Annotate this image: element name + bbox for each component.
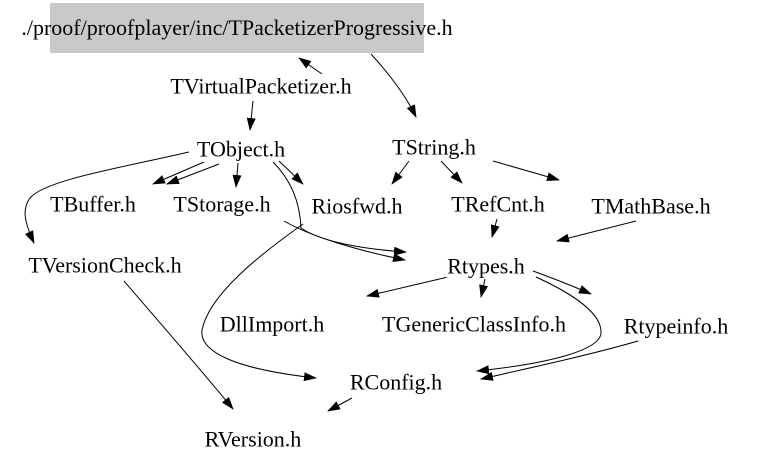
node-rtypeinfo[interactable]: Rtypeinfo.h bbox=[622, 313, 730, 339]
edge-rtypes-dllimport bbox=[366, 276, 449, 298]
edge-tobject-riosfwd bbox=[278, 160, 304, 185]
root-node: ./proof/proofplayer/inc/TPacketizerProgr… bbox=[21, 3, 453, 53]
node-dllimport[interactable]: DllImport.h bbox=[218, 311, 326, 337]
edge-riosfwd-rconfig bbox=[201, 223, 317, 382]
edge-tstring-trefcnt bbox=[440, 160, 463, 184]
root-node-label: ./proof/proofplayer/inc/TPacketizerProgr… bbox=[21, 15, 453, 40]
node-trefcnt[interactable]: TRefCnt.h bbox=[450, 191, 546, 217]
edge-tstring-riosfwd bbox=[391, 160, 410, 185]
node-tmathbase[interactable]: TMathBase.h bbox=[590, 193, 712, 219]
edge-tvirtualpacketizer-root bbox=[298, 57, 323, 75]
edge-trefcnt-rtypes bbox=[490, 218, 500, 238]
node-tbuffer[interactable]: TBuffer.h bbox=[49, 191, 137, 217]
edge-tobject-tstorage bbox=[232, 162, 242, 188]
edge-tversioncheck-rversion bbox=[123, 280, 234, 410]
edge-tobject-rtypes bbox=[272, 161, 407, 256]
edge-tmathbase-rtypes bbox=[556, 220, 637, 243]
edge-tstorage-rtypes bbox=[283, 220, 406, 263]
node-tversioncheck[interactable]: TVersionCheck.h bbox=[27, 252, 183, 278]
node-rtypes[interactable]: Rtypes.h bbox=[446, 253, 526, 279]
node-tvirtualpacketizer[interactable]: TVirtualPacketizer.h bbox=[169, 73, 353, 99]
edge-rconfig-rversion bbox=[327, 397, 353, 412]
node-tstorage[interactable]: TStorage.h bbox=[172, 191, 272, 217]
node-tstring[interactable]: TString.h bbox=[391, 134, 477, 160]
edge-tstring-tmathbase bbox=[492, 160, 560, 182]
edge-tobject-tbuffer-2 bbox=[166, 163, 220, 185]
edge-rtypes-rconfig bbox=[476, 276, 602, 375]
edge-tobject-tbuffer bbox=[152, 161, 205, 185]
edge-rtypes-rtypeinfo bbox=[532, 270, 592, 295]
edge-tvirtualpacketizer-tobject bbox=[246, 100, 256, 131]
edge-root-tstring bbox=[370, 53, 417, 118]
edge-rtypes-tgenericclassinfo bbox=[479, 278, 488, 298]
node-riosfwd[interactable]: Riosfwd.h bbox=[310, 193, 404, 219]
node-rversion[interactable]: RVersion.h bbox=[203, 426, 303, 452]
node-tgenericclassinfo[interactable]: TGenericClassInfo.h bbox=[381, 311, 567, 337]
node-rconfig[interactable]: RConfig.h bbox=[348, 369, 444, 395]
edge-rtypeinfo-rconfig bbox=[480, 340, 639, 381]
edge-tobject-tversioncheck bbox=[24, 151, 190, 244]
node-tobject[interactable]: TObject.h bbox=[195, 136, 287, 162]
